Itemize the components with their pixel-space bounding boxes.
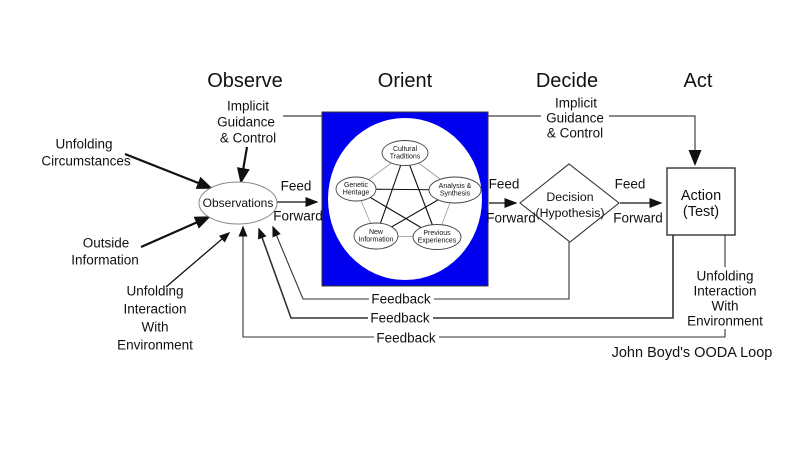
feed-label-3: Feed	[615, 177, 646, 192]
implicit-guidance-down-arrow	[236, 146, 250, 184]
new-information-line1: New	[369, 229, 384, 236]
implicit-left-line2: Guidance	[217, 115, 275, 130]
new-information-line2: Information	[358, 237, 393, 244]
implicit-right-line1: Implicit	[555, 96, 597, 111]
analysis-synthesis-line1: Analysis &	[439, 183, 472, 190]
forward-label-1: Forward	[273, 209, 323, 224]
feedback-label-1: Feedback	[371, 292, 431, 307]
forward-label-3: Forward	[613, 211, 663, 226]
analysis-synthesis-line2: Synthesis	[440, 191, 471, 198]
outside-information-line1: Outside	[83, 236, 130, 251]
decision-line2: (Hypothesis)	[535, 206, 604, 220]
phase-decide-label: Decide	[536, 70, 598, 92]
node-decision: Decision (Hypothesis)	[519, 163, 620, 243]
action-line1: Action	[681, 188, 721, 204]
unfolding-interaction-right-line4: Environment	[687, 314, 763, 329]
unfolding-interaction-right-line2: Interaction	[693, 284, 756, 299]
diagram-caption: John Boyd's OODA Loop	[612, 345, 773, 361]
unfolding-circumstances-line1: Unfolding	[55, 137, 112, 152]
unfolding-interaction-left-line1: Unfolding	[126, 284, 183, 299]
node-action: Action (Test)	[666, 167, 736, 236]
phase-orient-label: Orient	[378, 70, 433, 92]
node-analysis-synthesis: Analysis & Synthesis	[428, 176, 482, 204]
unfolding-circumstances-arrow	[124, 152, 213, 190]
feedback-label-2: Feedback	[370, 311, 430, 326]
feedback3-mask	[374, 331, 439, 345]
environment-label-mask	[682, 267, 768, 329]
previous-experiences-line1: Previous	[423, 230, 451, 237]
node-cultural-traditions: Cultural Traditions	[381, 140, 429, 166]
phase-observe-label: Observe	[207, 70, 283, 92]
genetic-heritage-line2: Heritage	[343, 190, 370, 197]
decision-line1: Decision	[546, 190, 593, 204]
genetic-heritage-line1: Genetic	[344, 182, 369, 189]
implicit-left-line3: & Control	[220, 131, 276, 146]
node-observations: Observations	[198, 181, 278, 225]
cultural-traditions-line2: Traditions	[390, 154, 421, 161]
forward-label-2: Forward	[486, 211, 536, 226]
guidance-label-mask	[541, 110, 609, 125]
observations-label: Observations	[203, 196, 274, 210]
outside-information-line2: Information	[71, 253, 139, 268]
phase-act-label: Act	[684, 70, 713, 92]
implicit-left-line1: Implicit	[227, 99, 269, 114]
feed-label-2: Feed	[489, 177, 520, 192]
action-line2: (Test)	[683, 204, 719, 220]
unfolding-interaction-left-line2: Interaction	[123, 302, 186, 317]
implicit-right-line3: & Control	[547, 126, 603, 141]
unfolding-interaction-right-line3: With	[712, 299, 739, 314]
unfolding-interaction-right-line1: Unfolding	[696, 269, 753, 284]
outside-information-arrow	[140, 215, 211, 249]
implicit-right-line2: Guidance	[546, 111, 604, 126]
unfolding-interaction-left-line4: Environment	[117, 338, 193, 353]
cultural-traditions-line1: Cultural	[393, 146, 418, 153]
feedback2-mask	[368, 311, 433, 325]
feedback-line-action	[257, 227, 674, 319]
unfolding-interaction-arrow	[165, 232, 231, 288]
feedback-line-decision	[272, 225, 570, 300]
unfolding-circumstances-line2: Circumstances	[41, 154, 131, 169]
node-genetic-heritage: Genetic Heritage	[335, 176, 377, 202]
feed-label-1: Feed	[281, 179, 312, 194]
feedback1-mask	[369, 292, 434, 306]
unfolding-interaction-left-line3: With	[142, 320, 169, 335]
feedback-label-3: Feedback	[376, 331, 436, 346]
node-previous-experiences: Previous Experiences	[412, 224, 462, 250]
node-new-information: New Information	[353, 222, 399, 250]
previous-experiences-line2: Experiences	[418, 238, 457, 245]
